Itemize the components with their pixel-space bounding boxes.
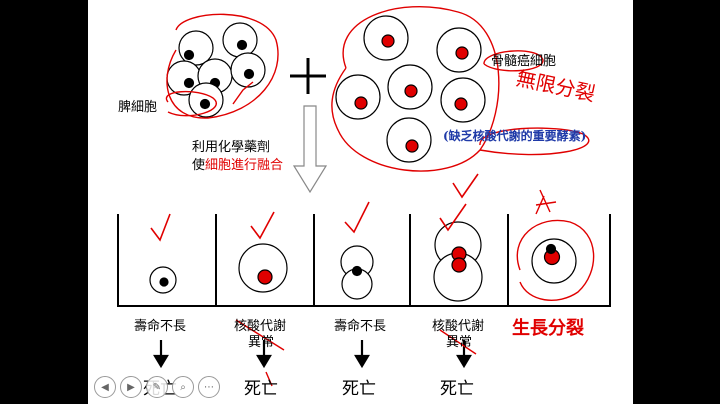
more-button[interactable]: ⋯ <box>198 376 220 398</box>
next-icon: ▶ <box>127 381 135 393</box>
well-2-caption-line2: 異常 <box>248 335 275 350</box>
well-4-caption: 核酸代謝 <box>432 319 485 334</box>
well-container <box>117 214 611 307</box>
spleen-cell-label: 脾細胞 <box>118 100 158 115</box>
well-3-caption: 壽命不長 <box>334 319 387 334</box>
well-4-caption-line2: 異常 <box>446 335 473 350</box>
check-marks <box>150 173 479 242</box>
well-2-cell <box>238 243 288 293</box>
down-arrow <box>292 105 328 194</box>
myeloma-annotations <box>331 5 590 172</box>
more-icon: ⋯ <box>204 381 214 393</box>
well-4-cell <box>433 221 483 302</box>
well-4-result: 死亡 <box>440 379 474 399</box>
pen-icon: ✎ <box>152 381 162 393</box>
prev-icon: ◀ <box>101 381 109 393</box>
slide: 脾細胞 骨髓癌細胞 利用化學藥劑 使細胞進行融合 (缺乏核酸代謝的重要酵素) 無… <box>88 0 633 404</box>
cross-out-marks <box>235 319 477 387</box>
zoom-button[interactable]: ⌕ <box>172 376 194 398</box>
well-3-cell <box>340 245 374 300</box>
fusion-line-2: 使細胞進行融合 <box>192 158 284 173</box>
well-2-result: 死亡 <box>244 379 278 399</box>
spleen-annotations <box>165 13 279 119</box>
fusion-highlight: 細胞進行融合 <box>205 158 284 173</box>
well-2-caption: 核酸代謝 <box>234 319 287 334</box>
diagram-canvas <box>117 5 611 387</box>
well-3-result: 死亡 <box>342 379 376 399</box>
fusion-line-1: 利用化學藥劑 <box>192 140 271 155</box>
well-1-caption: 壽命不長 <box>134 319 187 334</box>
myeloma-cell-cluster <box>335 15 486 163</box>
zoom-icon: ⌕ <box>180 381 186 393</box>
presentation-toolbar: ◀ ▶ ✎ ⌕ ⋯ <box>94 375 220 399</box>
well-5-scribbles <box>516 189 595 301</box>
myeloma-cell-label: 骨髓癌細胞 <box>491 54 557 69</box>
well-5-cell <box>531 238 577 284</box>
enzyme-note: (缺乏核酸代謝的重要酵素) <box>443 129 587 143</box>
well-1-cell <box>149 266 177 294</box>
well-5-caption: 生長分裂 <box>512 318 584 339</box>
pen-button[interactable]: ✎ <box>146 376 168 398</box>
plus-sign <box>290 58 326 94</box>
result-arrows <box>153 340 472 369</box>
next-button[interactable]: ▶ <box>120 376 142 398</box>
prev-button[interactable]: ◀ <box>94 376 116 398</box>
